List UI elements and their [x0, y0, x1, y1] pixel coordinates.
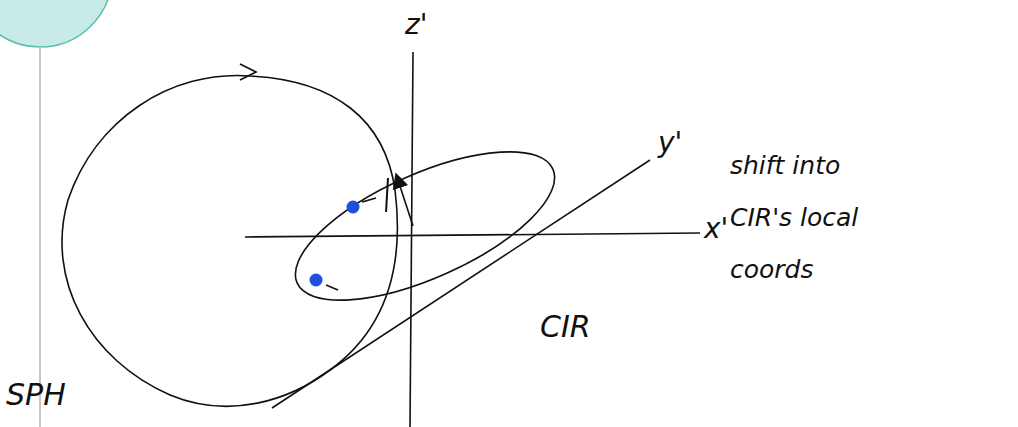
sphere-outline: [62, 76, 397, 407]
shift-vector: [398, 180, 413, 226]
y-axis: [272, 160, 650, 408]
tick-mark: [386, 178, 388, 212]
slide-decoration: [0, 0, 112, 47]
shape-label: CIR: [540, 310, 591, 343]
tick-mark: [362, 198, 376, 202]
shape-label: SPH: [6, 378, 66, 411]
intersection-point: [347, 201, 360, 214]
z-axis: [410, 52, 413, 427]
axis-label: z': [405, 10, 427, 41]
slide-rule: [39, 47, 41, 427]
circle-outline: [276, 122, 574, 331]
axis-label: y': [658, 128, 682, 159]
intersection-point: [310, 274, 323, 287]
annotation-note: shift into CIR's local coords: [730, 140, 910, 296]
x-axis: [245, 233, 700, 237]
axis-label: x': [704, 214, 728, 245]
direction-arrow: [240, 64, 256, 80]
tick-mark: [326, 285, 338, 290]
